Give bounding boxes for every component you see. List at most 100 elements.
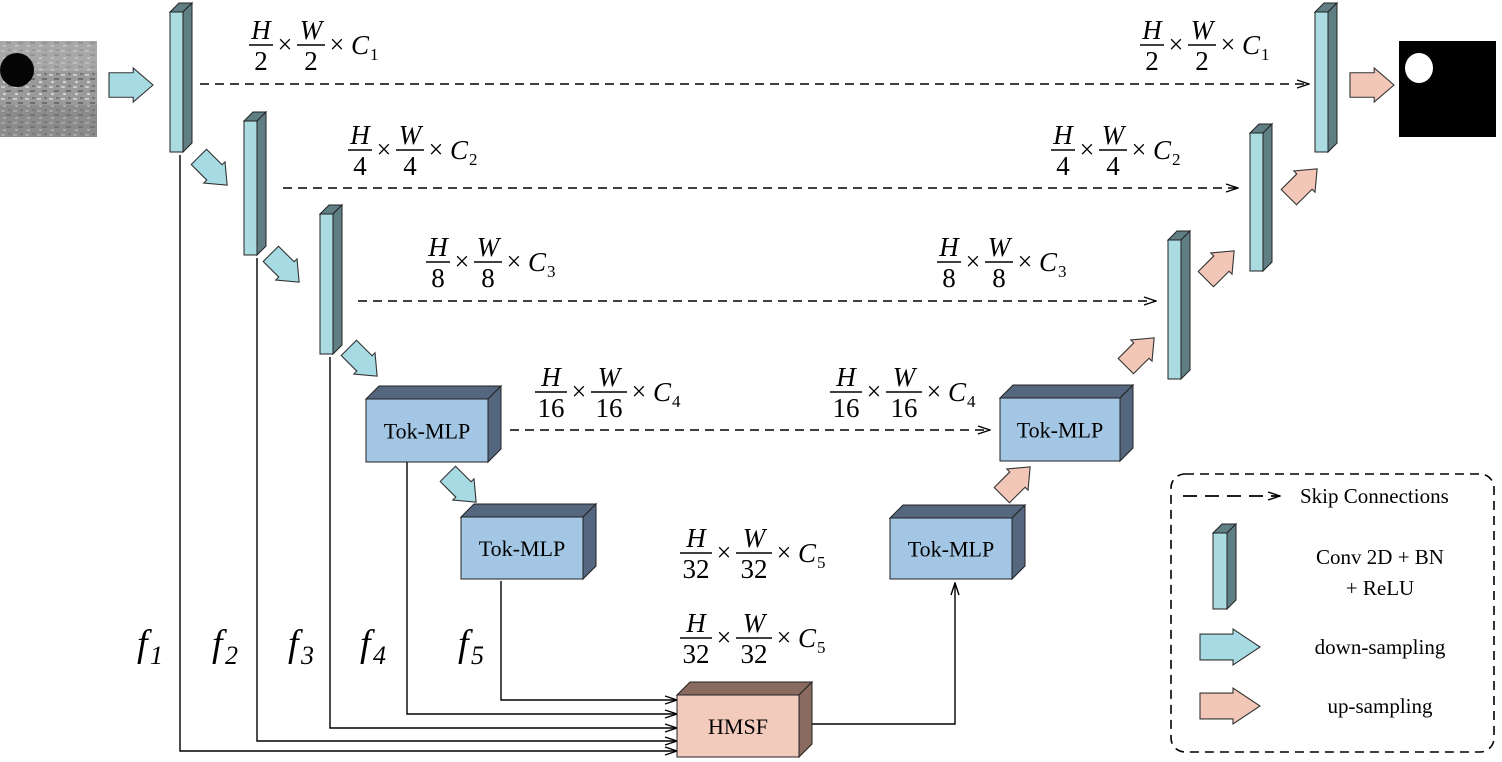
input-ultrasound-image — [0, 41, 97, 137]
dim-denominator: 32 — [741, 554, 768, 584]
dim-channel: C — [1242, 30, 1261, 60]
dim-denominator: 16 — [538, 393, 565, 423]
legend-down-sampling-icon — [1199, 627, 1261, 667]
tok-mlp-label: Tok-MLP — [908, 537, 994, 562]
legend-up-sampling-icon — [1199, 686, 1261, 726]
dim-numerator-h: H — [540, 362, 562, 392]
dim-channel: C — [948, 377, 967, 407]
dim-numerator-w: W — [477, 232, 502, 262]
dim-channel-subscript: 1 — [370, 45, 379, 64]
dim-numerator-w: W — [399, 120, 424, 150]
dim-numerator-w: W — [300, 15, 325, 45]
times-symbol: × — [717, 538, 732, 567]
tok-mlp-decoder-block-5: Tok-MLP — [888, 503, 1027, 581]
dim-numerator-w: W — [1191, 15, 1216, 45]
times-symbol: × — [455, 247, 470, 276]
decoder-conv-block-2 — [1248, 122, 1274, 273]
hmsf-label: HMSF — [708, 714, 768, 739]
times-symbol: × — [330, 30, 345, 59]
dim-numerator-h: H — [685, 608, 707, 638]
dim-channel: C — [1039, 247, 1058, 277]
dim-channel-subscript: 1 — [1261, 45, 1270, 64]
times-symbol: × — [966, 247, 981, 276]
dim-denominator: 2 — [304, 46, 318, 76]
times-symbol: × — [1132, 135, 1147, 164]
feature-lines — [179, 155, 955, 751]
dim-numerator-h: H — [349, 120, 371, 150]
times-symbol: × — [278, 30, 293, 59]
legend-conv-label-line2: + ReLU — [1346, 576, 1414, 600]
down-sampling-arrow-2 — [262, 245, 300, 283]
legend-down-label: down-sampling — [1315, 635, 1446, 659]
dim-channel: C — [351, 30, 370, 60]
svg-text:1: 1 — [150, 641, 163, 670]
up-sampling-arrow-4 — [1280, 168, 1318, 206]
dim-channel-subscript: 3 — [547, 262, 556, 281]
dim-numerator-w: W — [598, 362, 623, 392]
dim-numerator-w: W — [743, 523, 768, 553]
dim-numerator-w: W — [988, 232, 1013, 262]
dim-channel: C — [653, 377, 672, 407]
svg-text:4: 4 — [373, 641, 386, 670]
dim-numerator-h: H — [938, 232, 960, 262]
dim-denominator: 32 — [683, 639, 710, 669]
dim-denominator: 4 — [1056, 151, 1070, 181]
dim-denominator: 16 — [833, 393, 860, 423]
dim-denominator: 2 — [1145, 46, 1159, 76]
legend-conv-label-line1: Conv 2D + BN — [1316, 545, 1444, 569]
feature-line-f3 — [329, 357, 677, 728]
dim-channel: C — [450, 135, 469, 165]
dim-denominator: 4 — [1106, 151, 1120, 181]
legend: Skip Connections Conv 2D + BN + ReLU dow… — [1170, 473, 1495, 753]
dim-denominator: 32 — [741, 639, 768, 669]
times-symbol: × — [1169, 30, 1184, 59]
up-sampling-arrow-1 — [993, 466, 1031, 504]
dim-denominator: 16 — [596, 393, 623, 423]
dim-denominator: 8 — [942, 263, 956, 293]
input-arrow — [108, 66, 154, 104]
feature-line-f2 — [256, 258, 677, 741]
dim-denominator: 8 — [431, 263, 445, 293]
legend-up-label: up-sampling — [1328, 694, 1433, 718]
encoder-conv-block-3 — [318, 203, 344, 356]
hmsf-block: HMSF — [675, 680, 814, 759]
times-symbol: × — [572, 377, 587, 406]
dim-channel-subscript: 3 — [1058, 262, 1067, 281]
dim-denominator: 8 — [481, 263, 495, 293]
tok-mlp-encoder-block-5: Tok-MLP — [459, 502, 598, 581]
dim-channel-subscript: 2 — [1172, 150, 1181, 169]
dim-channel: C — [1153, 135, 1172, 165]
dim-channel: C — [798, 538, 817, 568]
dim-channel: C — [798, 623, 817, 653]
feature-line-f5 — [500, 581, 677, 700]
tok-mlp-label: Tok-MLP — [384, 419, 470, 444]
dim-numerator-h: H — [835, 362, 857, 392]
up-sampling-arrow-2 — [1117, 337, 1155, 375]
tok-mlp-label: Tok-MLP — [479, 536, 565, 561]
output-arrow — [1349, 66, 1395, 104]
encoder-conv-block-2 — [242, 110, 268, 257]
decoder-conv-block-3 — [1166, 229, 1192, 381]
times-symbol: × — [717, 623, 732, 652]
feature-line-f1 — [179, 155, 677, 751]
output-mask-image — [1399, 41, 1496, 137]
legend-frame — [1170, 473, 1495, 753]
times-symbol: × — [1221, 30, 1236, 59]
times-symbol: × — [507, 247, 522, 276]
dim-denominator: 2 — [1195, 46, 1209, 76]
times-symbol: × — [1080, 135, 1095, 164]
times-symbol: × — [429, 135, 444, 164]
up-sampling-arrow-3 — [1197, 250, 1235, 288]
times-symbol: × — [867, 377, 882, 406]
times-symbol: × — [777, 623, 792, 652]
